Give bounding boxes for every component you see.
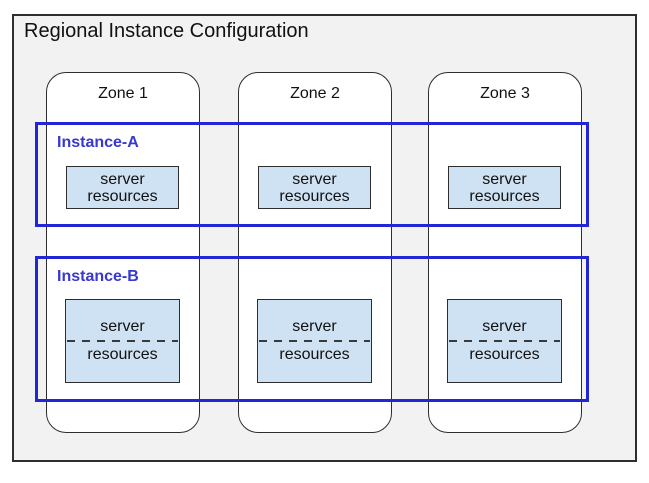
instance-a-zone-1-server-box: server resources [66, 166, 179, 209]
server-box-line1: server [482, 318, 527, 335]
instance-a-zone-3-server-box: server resources [448, 166, 561, 209]
instance-a-zone-2-server-box: server resources [258, 166, 371, 209]
zone-1-label: Zone 1 [98, 85, 148, 102]
zone-2-label: Zone 2 [290, 85, 340, 102]
instance-b-zone-1-server-box: server resources [65, 299, 180, 383]
server-box-line1: server [482, 170, 527, 188]
instance-a-label: Instance-A [57, 134, 139, 151]
instance-b-label: Instance-B [57, 268, 139, 285]
instance-b-boundary: Instance-B [35, 256, 589, 402]
server-box-line2: resources [279, 346, 350, 363]
diagram-title: Regional Instance Configuration [24, 20, 309, 42]
server-box-line1: server [100, 170, 145, 188]
server-box-line2: resources [469, 187, 540, 205]
server-box-line2: resources [469, 346, 540, 363]
server-box-line1: server [292, 318, 337, 335]
server-box-line2: resources [87, 187, 158, 205]
dashed-divider [259, 340, 370, 342]
zone-3-label: Zone 3 [480, 85, 530, 102]
server-box-line1: server [292, 170, 337, 188]
dashed-divider [449, 340, 560, 342]
instance-b-zone-2-server-box: server resources [257, 299, 372, 383]
server-box-line2: resources [87, 346, 158, 363]
instance-b-zone-3-server-box: server resources [447, 299, 562, 383]
server-box-line1: server [100, 318, 145, 335]
instance-a-boundary: Instance-A [35, 122, 589, 227]
server-box-line2: resources [279, 187, 350, 205]
dashed-divider [67, 340, 178, 342]
